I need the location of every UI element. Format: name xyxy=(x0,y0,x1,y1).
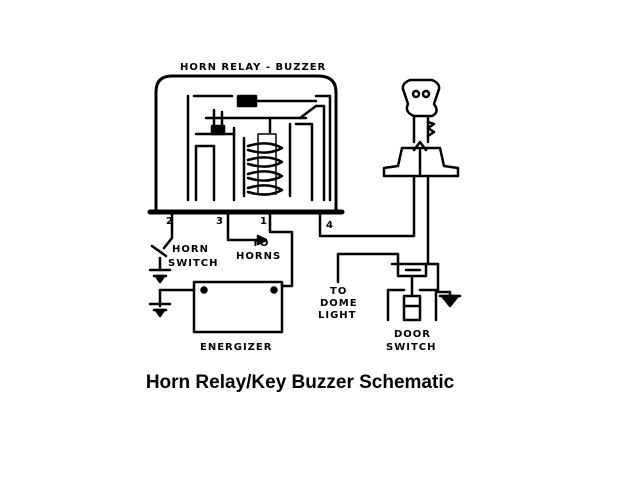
horn-switch-label-1: HORN xyxy=(172,244,209,255)
door-switch xyxy=(386,262,440,322)
diagram-title: HORN RELAY - BUZZER xyxy=(180,62,326,73)
relay-housing xyxy=(154,74,338,214)
to-horns-label-2: HORNS xyxy=(236,251,281,262)
terminal-4-label: 4 xyxy=(326,220,333,231)
wire-dome-light xyxy=(336,252,400,284)
energizer-battery xyxy=(192,280,284,334)
horn-switch xyxy=(150,244,168,272)
ignition-lock-cylinder xyxy=(382,146,460,178)
door-switch-label-1: DOOR xyxy=(394,329,431,340)
door-switch-label-2: SWITCH xyxy=(386,342,436,353)
diagram-caption: Horn Relay/Key Buzzer Schematic xyxy=(145,372,455,393)
wire-terminal-3 xyxy=(226,222,260,242)
to-dome-label-2: DOME xyxy=(320,298,358,309)
horn-switch-label-2: SWITCH xyxy=(168,258,218,269)
wire-terminal-1 xyxy=(268,222,294,288)
to-dome-label-1: TO xyxy=(330,286,347,297)
terminal-3-label: 3 xyxy=(216,216,223,227)
energizer-ground-wire xyxy=(158,288,196,308)
relay-mechanism xyxy=(186,94,332,202)
to-dome-label-3: LIGHT xyxy=(318,310,357,321)
terminal-1-label: 1 xyxy=(260,216,267,227)
to-horns-label-1: TO xyxy=(252,238,269,249)
energizer-label: ENERGIZER xyxy=(200,342,272,353)
wire-terminal-4 xyxy=(318,174,416,238)
door-switch-ground xyxy=(436,262,462,298)
terminal-2-label: 2 xyxy=(166,216,173,227)
ignition-key xyxy=(401,78,441,144)
wire-terminal-2 xyxy=(162,222,174,250)
